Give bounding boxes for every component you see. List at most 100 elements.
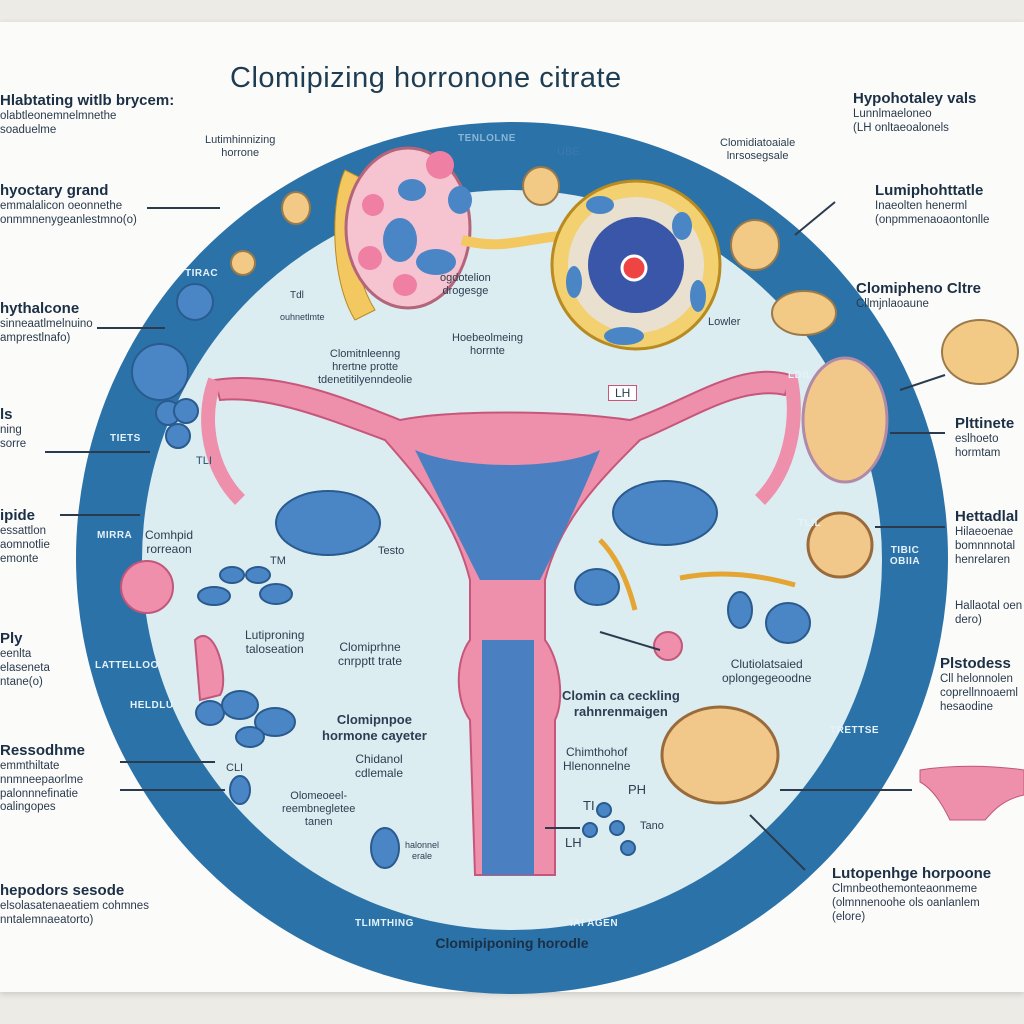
text: olabtleonemnelmnethe [0, 110, 117, 122]
footer-caption: Clomipiponing horodle [435, 935, 589, 951]
heading: Lumiphohttatle [875, 182, 984, 199]
heading: hythalcone [0, 300, 80, 317]
pink-spheres [120, 560, 683, 702]
text: (onpmmenaoaontonlle [875, 213, 990, 226]
text: Clomidiatoaiale [720, 137, 796, 149]
text: drogesge [442, 285, 489, 298]
heading: Hettadlal [955, 508, 1019, 525]
text: soaduelme [0, 123, 57, 136]
label-lh-box: LH [608, 385, 638, 402]
heading: Hlabtating witlb brycem: [0, 92, 175, 109]
text: elaseneta [0, 661, 50, 674]
brain-shapes [660, 356, 889, 805]
heading: Plstodess [940, 655, 1011, 672]
text: taloseation [245, 642, 304, 657]
text: horrone [221, 147, 260, 160]
text: dero) [955, 613, 982, 626]
ring-label: LATTELLOO [95, 660, 159, 671]
ring-label: MIRRA [97, 530, 133, 541]
text: essattlon [0, 525, 47, 537]
text: eslhoeto [955, 433, 999, 445]
text: Lutimhinnizing [205, 134, 276, 146]
text: rorreaon [146, 542, 192, 557]
left-label-1: Hlabtating witlb brycem:olabtleonemnelmn… [0, 92, 174, 138]
text: emmalalicon oeonnethe [0, 200, 123, 212]
text: hesaodine [940, 700, 994, 713]
text: Inaeolten henerml [875, 200, 968, 212]
text: henrelaren [955, 553, 1010, 566]
ring-label: TIBIC OBIIA [889, 545, 921, 567]
text: reembnegletee [282, 803, 356, 816]
text: hrertne protte [332, 361, 399, 374]
label-testo: Testo [378, 545, 405, 557]
heading: Lutopenhge horpoone [832, 865, 992, 882]
ovaries [131, 283, 811, 869]
ring-label: TLIL [798, 518, 822, 529]
label-tli: TLI [196, 455, 212, 467]
tan-eggs [230, 166, 1019, 385]
ring-label: LDIL [788, 370, 813, 381]
page-title: Clomipizing horronone citrate [230, 62, 622, 94]
label-ube: UBE [557, 146, 580, 158]
text: Clomitnleenng [329, 348, 401, 360]
label-lh: LH [565, 835, 582, 850]
text: rahnrenmaigen [573, 703, 668, 719]
text: Clomin ca ceckling [562, 688, 680, 703]
heading: hepodors sesode [0, 882, 125, 899]
text: Hlenonnelne [563, 759, 631, 774]
label-tl: TI [583, 798, 595, 813]
text: eenlta [0, 648, 32, 660]
label-hidd: ouhnetlmte [280, 312, 325, 322]
text: tanen [304, 816, 333, 829]
text: coprellnnoaeml [940, 686, 1018, 699]
heading: ipide [0, 507, 36, 524]
arrows [598, 538, 796, 611]
text: hormtam [955, 446, 1001, 459]
text: elsolasatenaeatiem cohmnes [0, 900, 149, 912]
ring-label: IAI AGEN [570, 918, 619, 929]
text: (elore) [832, 910, 866, 923]
label-tano: Tano [640, 820, 664, 832]
text: Hallaotal oen [955, 600, 1023, 612]
ring-label: HELDLU [130, 700, 174, 711]
text: Comhpid [145, 528, 194, 542]
heading: Plttinete [955, 415, 1015, 432]
text: (LH onltaeoalonels [853, 121, 949, 134]
inset-uterus-icon [919, 765, 1024, 821]
heading: ls [0, 406, 13, 423]
connector-lines [45, 201, 946, 871]
text: erale [412, 850, 433, 861]
heading: Ply [0, 630, 23, 647]
text: cdlemale [355, 766, 404, 781]
heading: hyoctary grand [0, 182, 109, 199]
text: Clomipnpoe [336, 712, 412, 727]
follicle-cluster [334, 146, 561, 321]
text: Cllmjnlaoaune [856, 298, 929, 310]
text: ning [0, 424, 22, 436]
label-lowler: Lowler [708, 316, 741, 328]
text: ntane(o) [0, 675, 43, 688]
label-cli: CLI [226, 762, 244, 774]
text: Clomiprhne [339, 640, 401, 654]
ring-label: TIRAC [185, 268, 219, 279]
text: sinneaatlmelnuino [0, 318, 93, 330]
text: emonte [0, 552, 39, 565]
